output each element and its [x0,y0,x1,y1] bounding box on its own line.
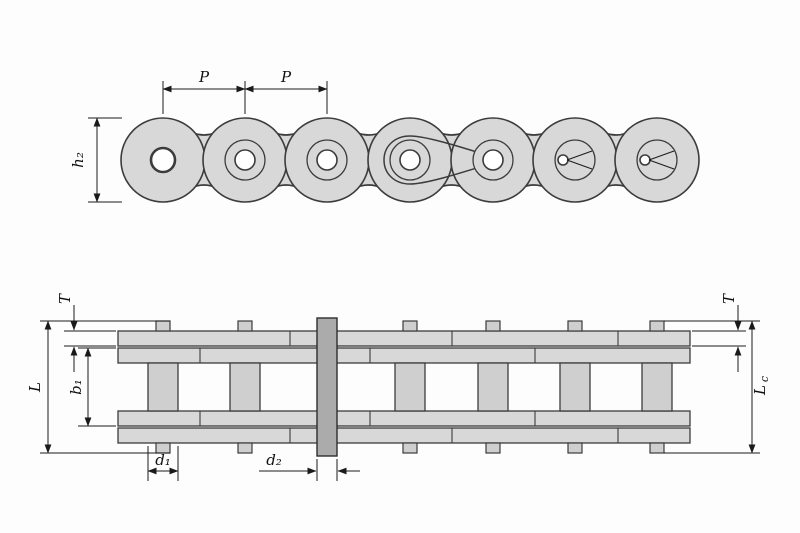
cotter-loop-icon [557,154,569,166]
end-pin-hole [149,146,177,174]
pin-stub [649,442,665,454]
pin-hole [316,149,338,171]
pin-stub [237,320,253,332]
pin-stub [155,320,171,332]
roller-outer-circles [120,117,700,203]
dim-label-h2: h₂ [69,152,87,168]
dim-label-t-left: T [56,293,74,304]
b1-dimension: b₁ [67,347,116,427]
roller-rect [147,362,179,412]
roller-rect [641,362,673,412]
cotter-pin-symbol [557,150,593,170]
connecting-pin [316,317,338,457]
cotter-leg-line [648,150,675,161]
lc-dimension: L c [664,320,771,454]
d1-dimension: d₁ [147,446,179,481]
pin-stubs [155,320,665,454]
pin-stub [567,320,583,332]
pin-stub [485,320,501,332]
pin-stub [237,442,253,454]
rollers-plan [147,362,673,412]
dim-label-lc-subscript: c [758,376,771,382]
h2-dimension: h₂ [69,117,122,203]
roller-rect [559,362,591,412]
dim-label-t-right: T [720,293,738,304]
bushing-ring [636,139,678,181]
t-dimension-right: T [692,293,746,372]
roller-rect [394,362,426,412]
dim-label-lc: L [751,385,769,396]
cotter-leg-line [566,159,593,170]
pin-stub [567,442,583,454]
cotter-leg-line [566,150,593,161]
roller-rect [229,362,261,412]
dim-label-d1: d₁ [155,451,171,469]
plate-joint-lines [199,331,619,443]
dim-label-pitch-1: P [198,68,210,86]
pitch-dimensions: P P [162,68,328,114]
outer-plate-band-top [117,330,691,347]
d2-dimension: d₂ [259,451,360,481]
pin-hole [399,149,421,171]
top-view-side-elevation: P P h₂ [69,68,700,203]
outer-plate-band-bottom [117,427,691,444]
pin-hole [482,149,504,171]
pin-stub [485,442,501,454]
t-dimension-left: T [56,293,116,372]
cotter-loop-icon [639,154,651,166]
pin-stub [402,320,418,332]
inner-plate-band-top [117,347,691,364]
pin-holes [149,146,504,174]
dim-label-l: L [26,382,44,393]
pin-stub [649,320,665,332]
roller-rect [477,362,509,412]
l-dimension: L [26,320,170,454]
bottom-view-plan: L b₁ T T [26,293,771,481]
pin-stub [402,442,418,454]
cotter-leg-line [648,159,675,170]
inner-plate-band-bottom [117,410,691,427]
bushing-ring [554,139,596,181]
pin-hole [234,149,256,171]
cotter-pin-symbol [639,150,675,170]
dim-label-b1: b₁ [67,379,85,395]
dim-label-d2: d₂ [266,451,282,469]
dim-label-pitch-2: P [280,68,292,86]
